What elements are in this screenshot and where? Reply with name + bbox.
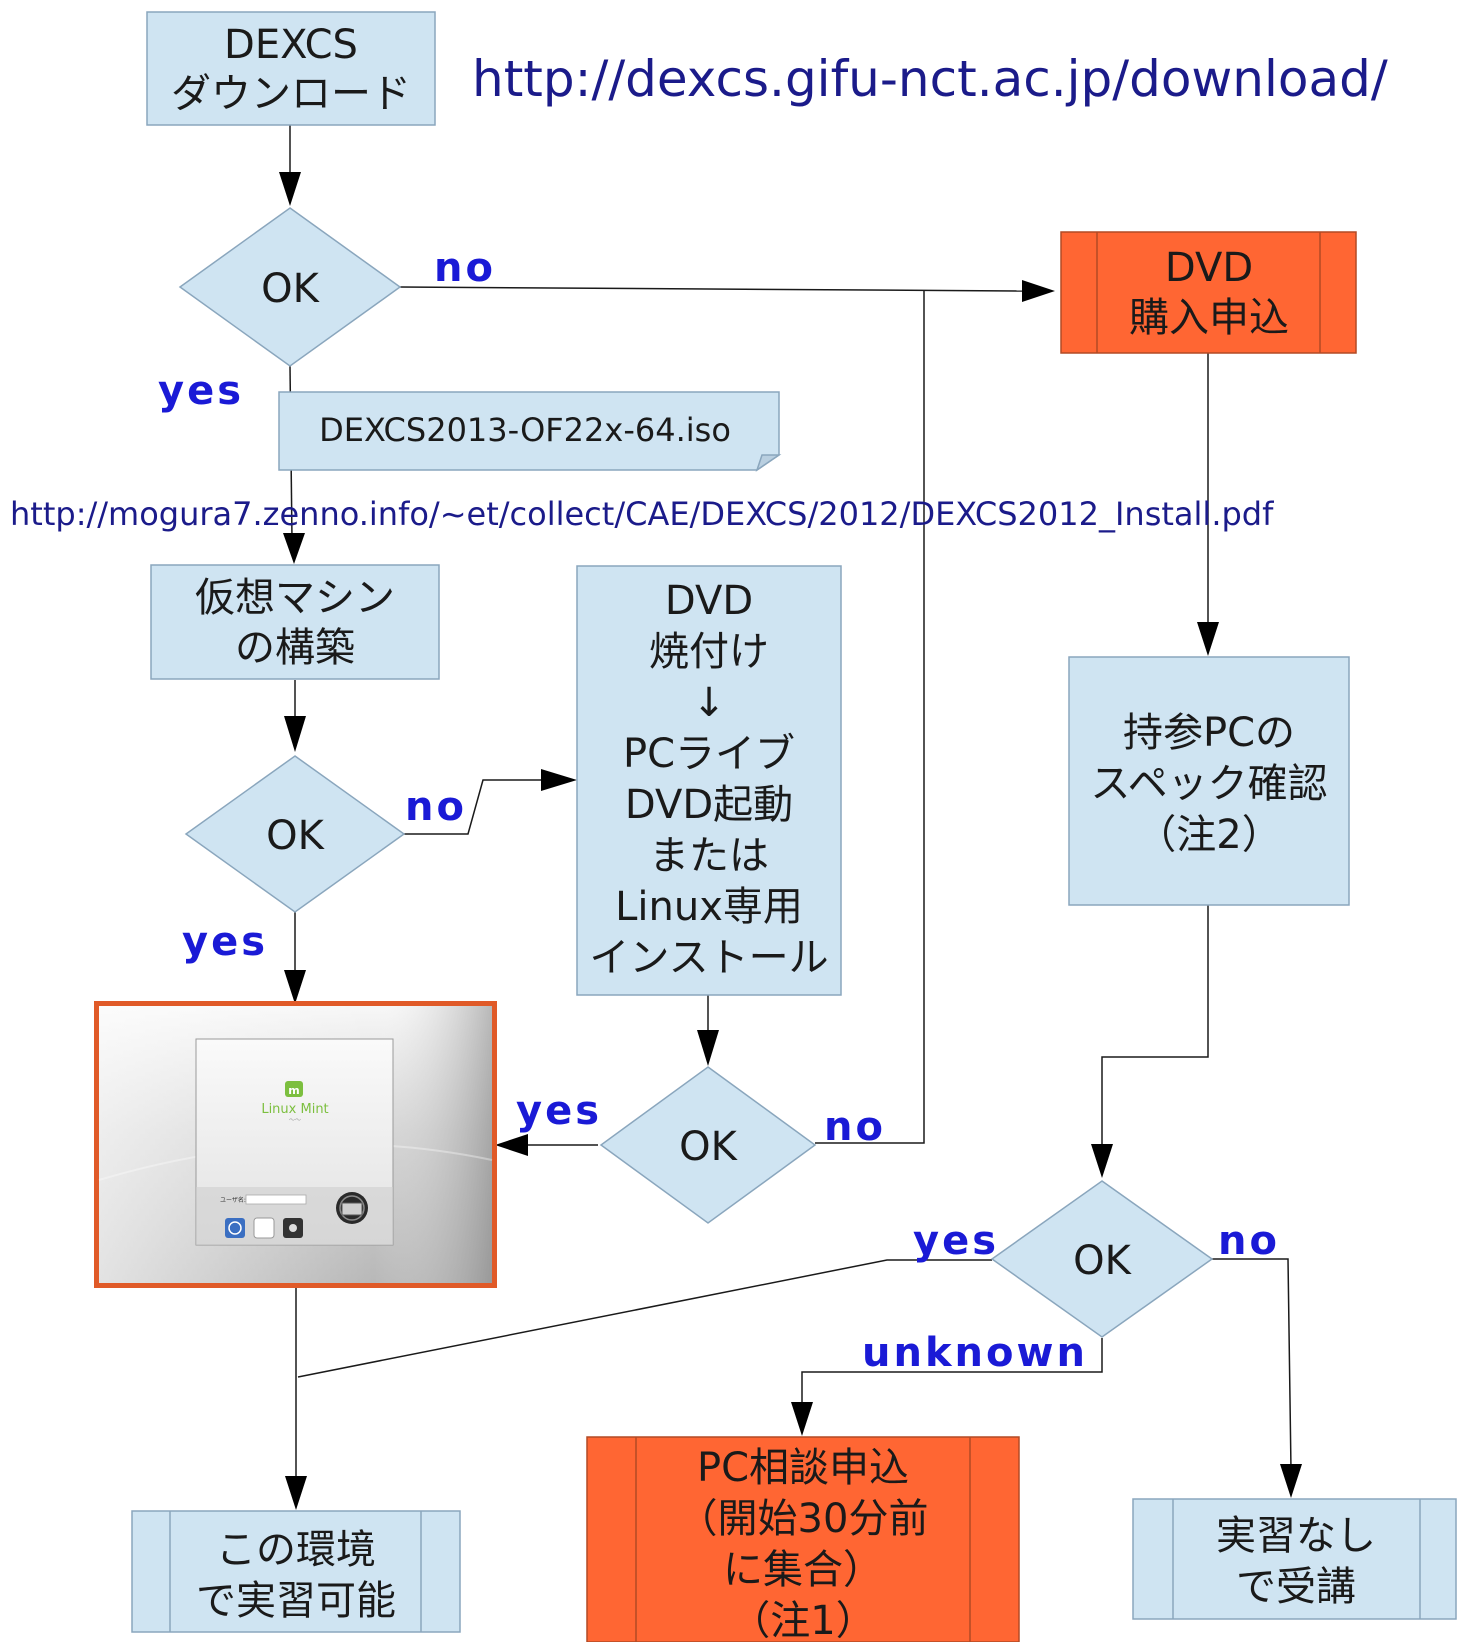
env-ok-box: この環境 で実習可能 bbox=[131, 1510, 461, 1633]
dvd-order-line2: 購入申込 bbox=[1129, 295, 1289, 341]
iso-filename: DEXCS2013-OF22x-64.iso bbox=[319, 411, 731, 449]
linux-mint-text: Linux Mint bbox=[261, 1102, 328, 1117]
decision-1-label: OK bbox=[261, 266, 320, 312]
pc-consult-box: PC相談申込 （開始30分前 に集合） （注1） bbox=[586, 1436, 1020, 1642]
pc-consult-line4: （注1） bbox=[730, 1598, 875, 1642]
install-pdf-url[interactable]: http://mogura7.zenno.info/~et/collect/CA… bbox=[10, 495, 1274, 533]
d2-no-label: no bbox=[405, 784, 467, 830]
pc-consult-line1: PC相談申込 bbox=[697, 1445, 909, 1491]
download-line1: DEXCS bbox=[224, 22, 358, 68]
edge-d2-no bbox=[404, 779, 544, 835]
svg-text:m: m bbox=[288, 1084, 299, 1097]
arrowhead bbox=[1280, 1464, 1302, 1498]
arrowhead bbox=[697, 1030, 719, 1066]
decision-4-label: OK bbox=[1073, 1238, 1132, 1284]
username-field[interactable] bbox=[245, 1194, 307, 1205]
dvd-live-line2: 焼付け bbox=[649, 629, 769, 675]
dvd-live-line7: Linux専用 bbox=[615, 884, 803, 930]
settings-icon[interactable] bbox=[283, 1218, 303, 1238]
pc-spec-line1: 持参PCの bbox=[1123, 710, 1295, 756]
arrowhead bbox=[1197, 622, 1219, 656]
dvd-live-line3: ↓ bbox=[692, 680, 726, 726]
edge-d4-no bbox=[1212, 1258, 1292, 1471]
env-ok-line1: この環境 bbox=[216, 1527, 376, 1573]
download-line2: ダウンロード bbox=[171, 71, 411, 117]
session-icon[interactable] bbox=[253, 1217, 275, 1239]
d4-yes-label: yes bbox=[913, 1218, 999, 1264]
arrowhead bbox=[791, 1402, 813, 1436]
no-practice-line1: 実習なし bbox=[1216, 1513, 1376, 1559]
edge-spec-d4 bbox=[1101, 905, 1209, 1150]
linux-mint-screenshot: m Linux Mint ～～ ユーザ名: bbox=[94, 1001, 497, 1288]
dvd-live-line5: DVD起動 bbox=[625, 782, 793, 828]
download-box: DEXCS ダウンロード bbox=[146, 11, 436, 126]
pc-spec-line2: スペック確認 bbox=[1090, 761, 1327, 807]
arrowhead bbox=[279, 172, 301, 206]
dvd-live-line8: インストール bbox=[589, 935, 828, 981]
d4-no-label: no bbox=[1218, 1218, 1280, 1264]
dvd-order-line1: DVD bbox=[1165, 245, 1253, 291]
arrowhead bbox=[541, 769, 577, 791]
edge-d4-unknown bbox=[801, 1338, 1103, 1408]
env-ok-line2: で実習可能 bbox=[196, 1578, 396, 1624]
d2-yes-label: yes bbox=[182, 919, 268, 965]
edge-d4-yes bbox=[297, 1259, 992, 1378]
pc-spec-box: 持参PCの スペック確認 （注2） bbox=[1068, 656, 1350, 906]
language-icon[interactable] bbox=[225, 1218, 245, 1238]
decision-1: OK bbox=[178, 207, 402, 367]
arrowhead bbox=[495, 1134, 528, 1156]
decision-2: OK bbox=[184, 755, 406, 913]
no-practice-line2: で受講 bbox=[1236, 1564, 1356, 1610]
edges bbox=[279, 125, 1302, 1510]
vm-line2: の構築 bbox=[235, 625, 355, 671]
d4-unknown-label: unknown bbox=[862, 1330, 1088, 1376]
dvd-live-line6: または bbox=[649, 833, 769, 879]
arrowhead bbox=[284, 970, 306, 1004]
arrowhead bbox=[285, 1476, 307, 1510]
arrowhead bbox=[283, 533, 305, 564]
pc-consult-line2: （開始30分前 bbox=[678, 1496, 929, 1542]
network-globe-icon bbox=[336, 1192, 368, 1224]
download-url[interactable]: http://dexcs.gifu-nct.ac.jp/download/ bbox=[472, 50, 1388, 108]
d3-no-label: no bbox=[824, 1104, 886, 1150]
edge-d3-no bbox=[815, 291, 925, 1144]
decision-3-label: OK bbox=[679, 1124, 738, 1170]
arrowhead bbox=[1022, 280, 1055, 302]
dvd-live-line4: PCライブ bbox=[623, 731, 795, 777]
iso-file-note: DEXCS2013-OF22x-64.iso bbox=[278, 391, 782, 472]
decision-4: OK bbox=[990, 1180, 1214, 1338]
decision-3: OK bbox=[599, 1066, 817, 1224]
arrowhead bbox=[1091, 1144, 1113, 1178]
no-practice-box: 実習なし で受講 bbox=[1132, 1498, 1457, 1620]
username-label: ユーザ名: bbox=[220, 1196, 246, 1204]
edge-d1-no bbox=[399, 286, 1023, 292]
d1-no-label: no bbox=[434, 245, 496, 291]
dvd-live-line1: DVD bbox=[665, 578, 753, 624]
linux-mint-logo: m Linux Mint ～～ bbox=[261, 1081, 329, 1124]
d3-yes-label: yes bbox=[516, 1088, 602, 1134]
svg-text:～～: ～～ bbox=[289, 1117, 301, 1124]
vm-box: 仮想マシン の構築 bbox=[150, 564, 440, 680]
dvd-order-box: DVD 購入申込 bbox=[1060, 231, 1357, 354]
arrowhead bbox=[284, 716, 306, 752]
pc-consult-line3: に集合） bbox=[723, 1547, 883, 1593]
d1-yes-label: yes bbox=[158, 368, 244, 414]
vm-line1: 仮想マシン bbox=[195, 575, 395, 621]
decision-2-label: OK bbox=[266, 813, 325, 859]
pc-spec-line3: （注2） bbox=[1136, 812, 1281, 858]
dvd-live-box: DVD 焼付け ↓ PCライブ DVD起動 または Linux専用 インストール bbox=[576, 565, 842, 996]
